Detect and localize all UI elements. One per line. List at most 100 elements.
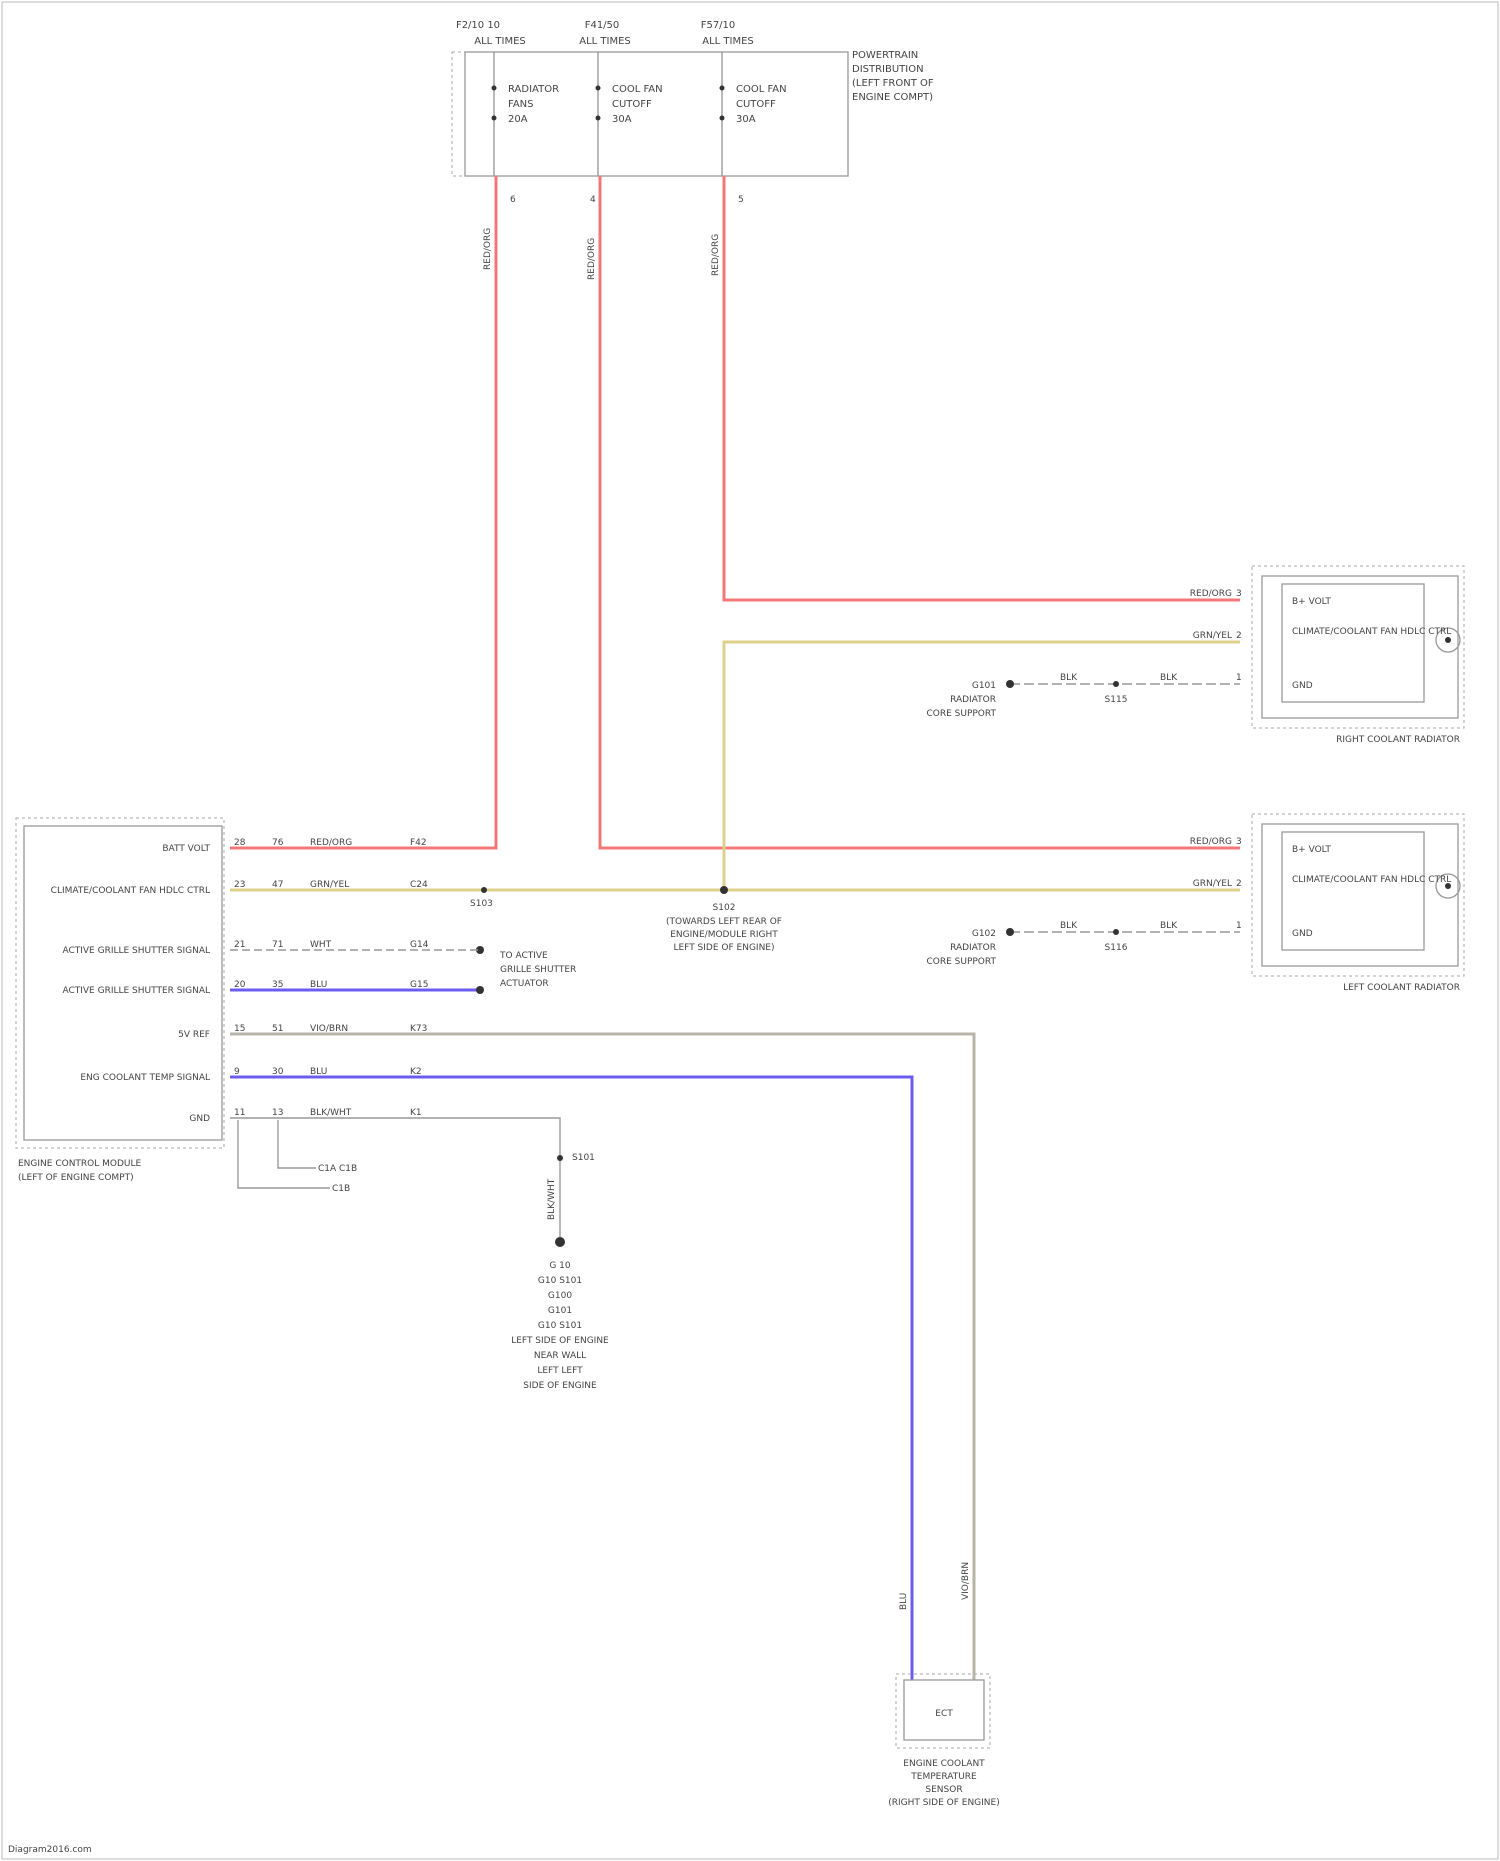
module-pin-number-2: 76 [272,838,284,848]
fuse-2-state: ALL TIMES [579,36,631,47]
footer-watermark: Diagram2016.com [8,1845,92,1855]
fuse-3-rating: F57/10 [701,20,736,31]
module-pin-number: 28 [234,838,246,848]
left-fan-caption: LEFT COOLANT RADIATOR [1343,983,1460,993]
fuse-3-text-1: COOL FAN [736,84,787,95]
left-fan-pin-2-name: CLIMATE/COOLANT FAN HDLC CTRL [1292,875,1451,885]
fuse-2-text-1: COOL FAN [612,84,663,95]
right-fan-ground-wire-label: BLK [1160,673,1178,683]
fuse-3-terminal [720,86,725,91]
module-pin-wire: RED/ORG [310,838,352,848]
right-fan: RED/ORG 3 B+ VOLT GRN/YEL 2 CLIMATE/COOL… [926,566,1464,745]
right-fan-splice-dot [1113,681,1119,687]
module-pin-number-2: 51 [272,1024,283,1034]
center-splice-dot [720,886,728,894]
right-fan-pin-3-wire: RED/ORG [1190,589,1232,599]
center-splice-label-3: LEFT SIDE OF ENGINE) [673,943,774,953]
fuse-box-label-4: ENGINE COMPT) [852,92,933,103]
left-fan-ground-2: RADIATOR [950,943,996,953]
module-pin-name: 5V REF [178,1030,210,1040]
shutter-connector-2 [476,986,484,994]
ground-splice-dot [557,1155,563,1161]
fuse-2-terminal [596,86,601,91]
fuse-1-text-1: RADIATOR [508,84,559,95]
right-fan-ground-dot [1006,680,1014,688]
shutter-label-3: ACTUATOR [500,979,549,989]
fuse-3-terminal-2 [720,116,725,121]
module-pin-wire: BLU [310,980,327,990]
module-pin-circuit: F42 [410,838,427,848]
fuse-1-text-3: 20A [508,114,528,125]
module-pin-circuit: K73 [410,1024,427,1034]
fuse-3-pin: 5 [738,195,744,205]
ground-stack-line: LEFT LEFT [537,1366,583,1376]
wire-red-module [230,176,496,848]
module-ground-label-1: C1A C1B [318,1164,357,1174]
left-fan-pin-1: 1 [1236,921,1242,931]
fuse-2-rating: F41/50 [585,20,620,31]
module-pin-number: 20 [234,980,246,990]
module-pin-name: CLIMATE/COOLANT FAN HDLC CTRL [51,886,210,896]
fuse-box: F2/10 10 ALL TIMES RADIATOR FANS 20A F41… [452,20,934,205]
module-pin-number: 15 [234,1024,245,1034]
module-pin-number: 21 [234,940,245,950]
right-fan-pin-2-name: CLIMATE/COOLANT FAN HDLC CTRL [1292,627,1451,637]
wire-ground [230,1118,560,1240]
left-fan-ground-wire-label-2: BLK [1060,921,1078,931]
left-fan-pin-3-wire: RED/ORG [1190,837,1232,847]
ground-stack: G 10G10 S101G100G101G10 S101LEFT SIDE OF… [511,1261,609,1391]
fuse-box-label-2: DISTRIBUTION [852,64,924,75]
engine-control-module: ENGINE CONTROL MODULE (LEFT OF ENGINE CO… [16,818,224,1183]
fuse-box-label-1: POWERTRAIN [852,50,918,61]
left-splice-label: S103 [470,899,493,909]
sensor-body-label: ECT [935,1709,953,1719]
left-fan-pin-2: 2 [1236,879,1242,889]
left-fan-pin-2-wire: GRN/YEL [1193,879,1232,889]
fuse-3-wire-label: RED/ORG [711,234,721,276]
coolant-temp-sensor: ECT BLU VIO/BRN ENGINE COOLANT TEMPERATU… [888,1562,999,1808]
right-fan-ground-1: G101 [972,681,996,691]
sensor-wire-left: BLU [899,1593,909,1610]
right-fan-pin-3-name: B+ VOLT [1292,597,1331,607]
fuse-3-text-2: CUTOFF [736,99,776,110]
left-fan-ground-1: G102 [972,929,996,939]
left-fan-pin-1-name: GND [1292,929,1313,939]
sensor-caption-4: (RIGHT SIDE OF ENGINE) [888,1798,999,1808]
module-pin-number-2: 71 [272,940,283,950]
shutter-label-2: GRILLE SHUTTER [500,965,576,975]
module-pin-number-2: 30 [272,1067,284,1077]
fuse-1-pin: 6 [510,195,516,205]
module-pin-wire: BLU [310,1067,327,1077]
left-fan-splice: S116 [1105,943,1128,953]
fuse-3: F57/10 ALL TIMES COOL FAN CUTOFF 30A [701,20,787,176]
shutter-label-1: TO ACTIVE [499,951,548,961]
left-fan-pin-3-name: B+ VOLT [1292,845,1331,855]
module-pin-number-2: 13 [272,1108,283,1118]
ground-stack-line: G100 [548,1291,572,1301]
fuse-2-wire-label: RED/ORG [587,238,597,280]
fuse-1-rating: F2/10 10 [456,20,500,31]
ground-stack-line: LEFT SIDE OF ENGINE [511,1336,609,1346]
ground-stack-line: G 10 [549,1261,571,1271]
right-fan-motor-center [1445,637,1451,643]
fuse-1-wire-label: RED/ORG [483,228,493,270]
ground-point [555,1237,565,1247]
sensor-caption-1: ENGINE COOLANT [903,1759,985,1769]
right-fan-pin-2: 2 [1236,631,1242,641]
sensor-caption-2: TEMPERATURE [910,1772,977,1782]
module-ground-stub-2 [278,1120,316,1168]
left-fan-pin-3: 3 [1236,837,1242,847]
center-splice: S102 (TOWARDS LEFT REAR OF ENGINE/MODULE… [666,886,782,953]
module-outline [16,818,224,1148]
fuse-1-state: ALL TIMES [474,36,526,47]
module-pin-number-2: 35 [272,980,283,990]
module-pin-wire: BLK/WHT [310,1108,352,1118]
module-pin-name: ACTIVE GRILLE SHUTTER SIGNAL [62,986,210,996]
right-fan-pin-1: 1 [1236,673,1242,683]
fuse-1: F2/10 10 ALL TIMES RADIATOR FANS 20A [456,20,559,176]
left-fan-ground-wire-label: BLK [1160,921,1178,931]
wire-red-right-fan [724,176,1240,600]
fuse-1-terminal-2 [492,116,497,121]
fuse-3-text-3: 30A [736,114,756,125]
ground-wire-label: BLK/WHT [547,1178,557,1220]
